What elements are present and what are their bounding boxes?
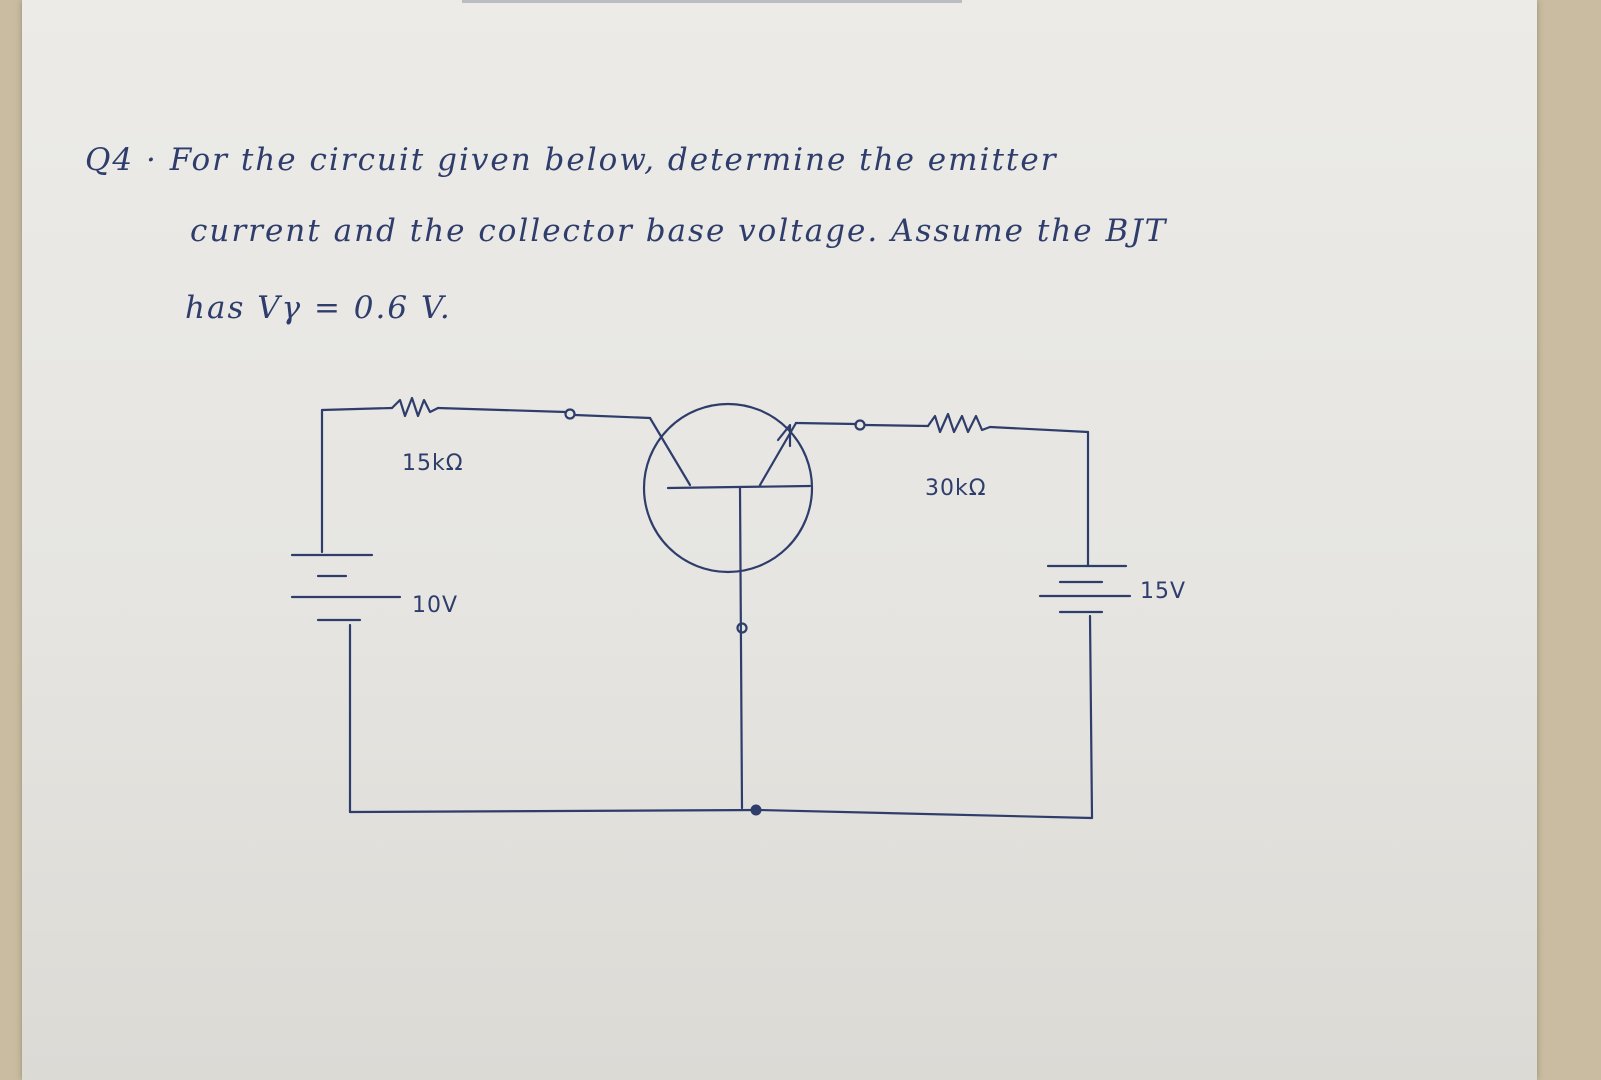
question-line-2: current and the collector base voltage. … (190, 213, 1168, 249)
transistor-emitter-lead (648, 416, 692, 487)
wire-r1-to-node (436, 406, 568, 414)
transistor-arrow (776, 423, 792, 448)
question-line-3: has Vγ = 0.6 V. (185, 290, 452, 326)
label-30k: 30kΩ (925, 476, 987, 501)
resistor-30k (926, 412, 992, 434)
wire-node-to-emitter (573, 413, 652, 420)
junction-dot (750, 804, 762, 816)
transistor-base-lead (738, 486, 744, 810)
wire-right-bottom (1088, 614, 1094, 820)
wire-node-to-r2 (863, 423, 930, 428)
paper-edge-line (462, 0, 962, 3)
paper-sheet (22, 0, 1537, 1080)
transistor-circle (642, 402, 814, 574)
wire-left-top (320, 406, 394, 412)
node-left (564, 408, 576, 420)
wire-collector-to-node (794, 421, 858, 426)
label-10v: 10V (412, 593, 458, 618)
transistor-base-bar (666, 484, 812, 490)
wire-r2-right (988, 425, 1090, 434)
node-right (854, 419, 866, 431)
wire-bottom (348, 808, 1094, 820)
base-test-node (736, 622, 748, 634)
label-15k: 15kΩ (402, 451, 464, 476)
resistor-15k (390, 396, 440, 418)
question-line-1: Q4 · For the circuit given below, determ… (85, 142, 1058, 178)
label-15v: 15V (1140, 579, 1186, 604)
